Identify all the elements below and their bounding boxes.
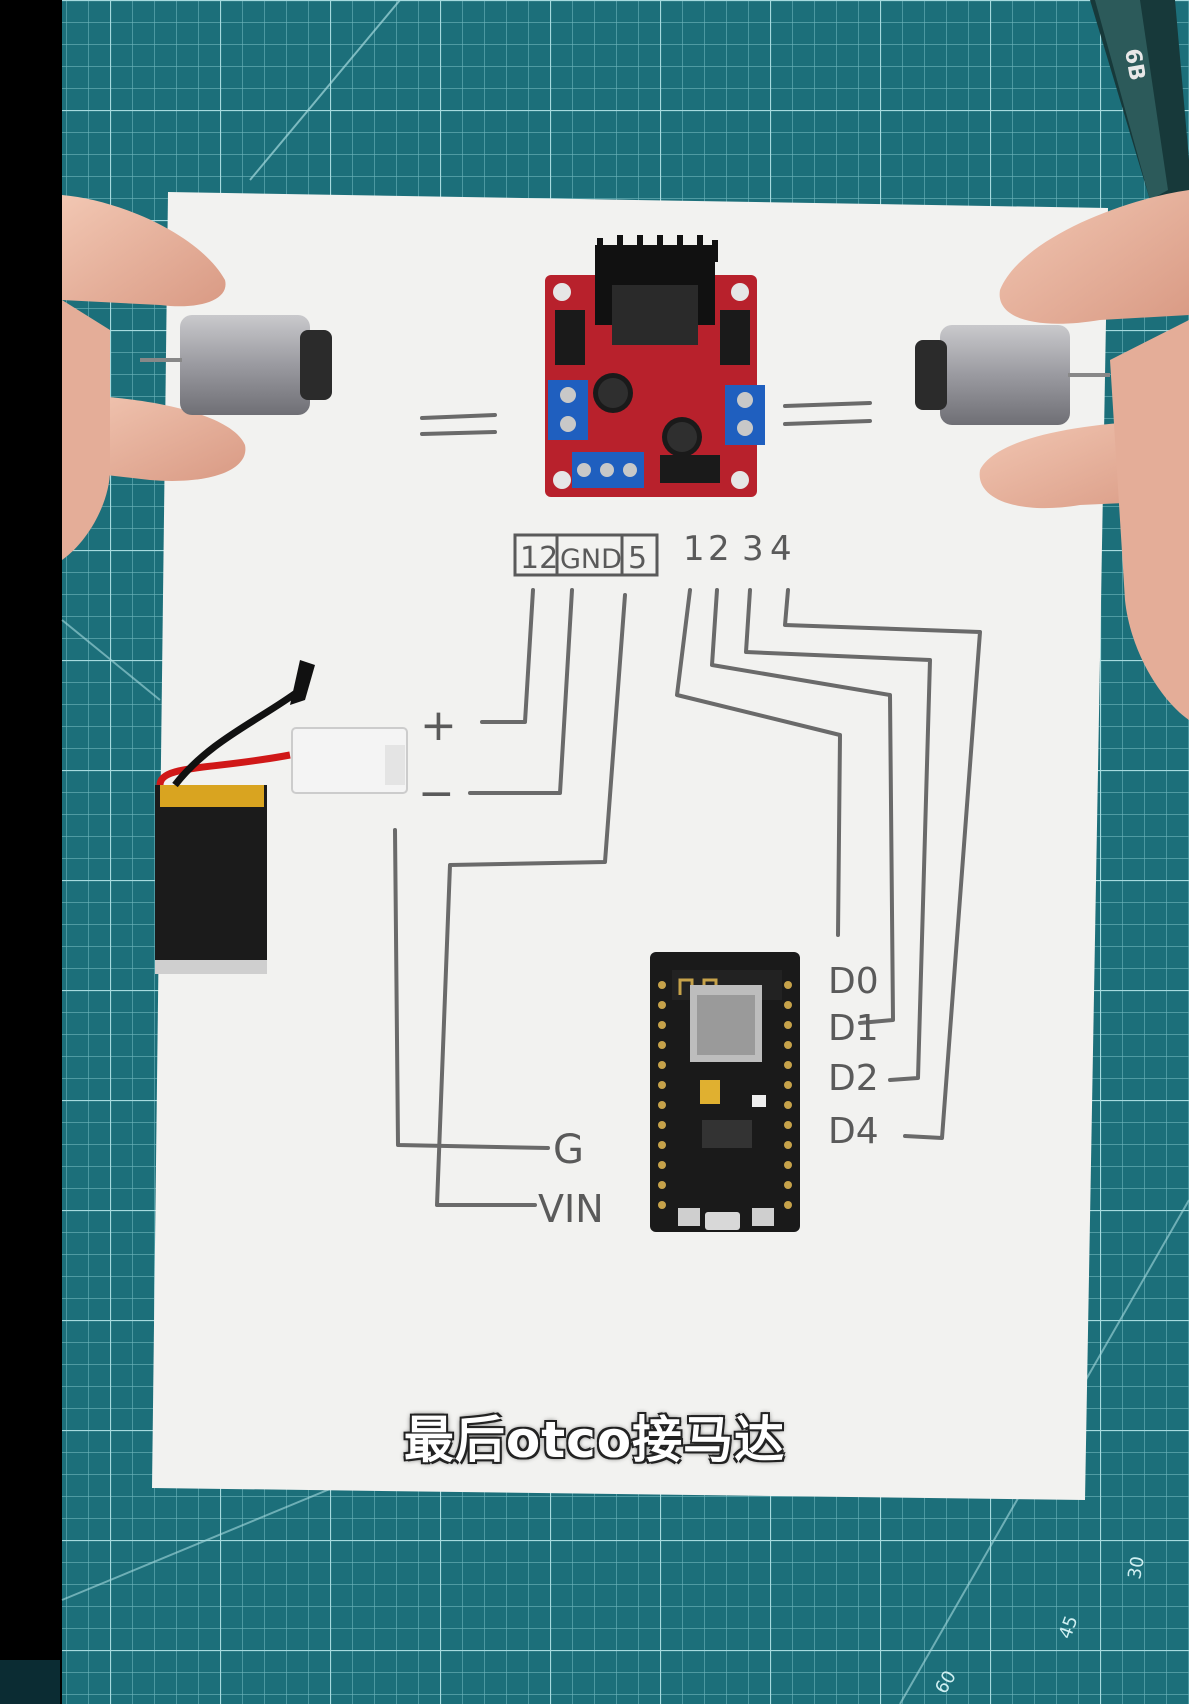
mcu-label-g: G — [553, 1127, 584, 1173]
equals-left — [420, 413, 497, 436]
equals-right — [783, 401, 872, 426]
lipo-battery — [155, 660, 408, 974]
mcu-label-d4: D4 — [828, 1111, 879, 1152]
mcu-label-d2: D2 — [828, 1058, 879, 1099]
pin-label-12: 12 — [520, 541, 558, 576]
pin-label-2: 2 — [708, 529, 730, 569]
right-motor — [915, 325, 1110, 425]
usb-port — [705, 1212, 740, 1230]
right-hand — [979, 190, 1189, 720]
pin-label-gnd: GND — [560, 544, 622, 575]
left-hand — [62, 195, 246, 560]
paper-sheet — [152, 192, 1108, 1500]
nodemcu-board — [650, 952, 800, 1232]
video-subtitle: 最后otco接马达 — [403, 1411, 786, 1469]
mcu-label-vin: VIN — [538, 1187, 604, 1231]
driver-pin-labels: 12 GND 5 1 2 3 4 — [513, 529, 792, 577]
battery-minus-label: − — [418, 768, 455, 819]
pin-label-5: 5 — [628, 541, 647, 576]
pin-label-3: 3 — [742, 529, 764, 569]
mcu-label-d1: D1 — [828, 1008, 879, 1049]
motor-driver-board — [545, 235, 765, 497]
pencil: 6B — [1090, 0, 1189, 240]
pencil-mark: 6B — [1119, 47, 1149, 83]
battery-plus-label: + — [420, 700, 457, 751]
pin-label-4: 4 — [770, 529, 792, 569]
mcu-label-d0: D0 — [828, 961, 879, 1002]
pin-label-1: 1 — [683, 529, 705, 569]
wires — [393, 588, 982, 1207]
left-motor — [140, 315, 332, 415]
corner-overlay — [0, 1660, 60, 1704]
battery-connector — [291, 727, 408, 794]
mat-mark-30: 30 — [1124, 1555, 1149, 1581]
